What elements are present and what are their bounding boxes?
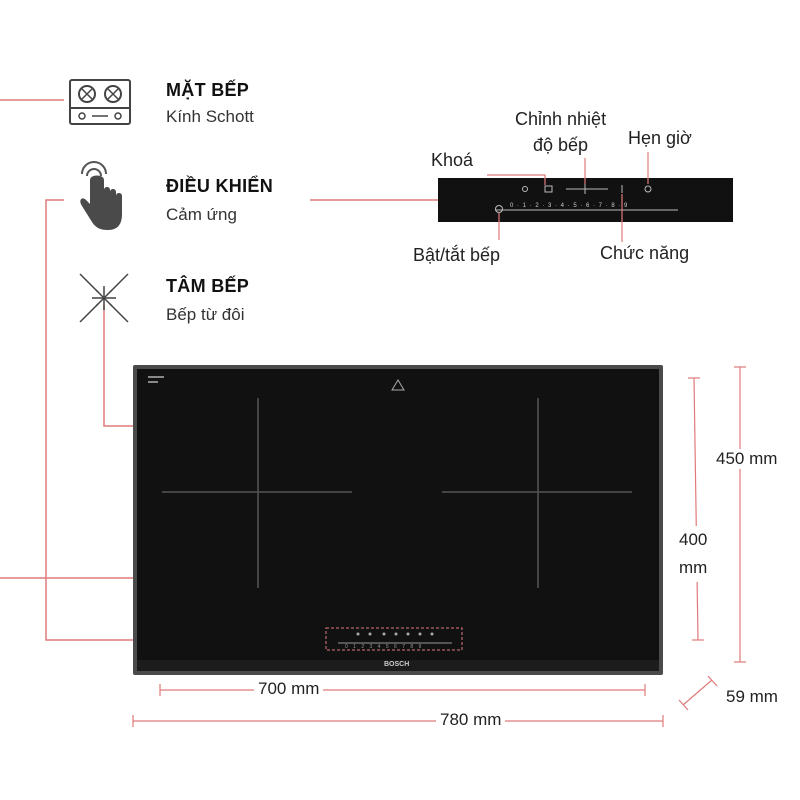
feature-title-control: ĐIỀU KHIỂN — [166, 176, 274, 196]
label-temperature: Chỉnh nhiệt độ bếp — [515, 109, 607, 155]
cooktop-brand: BOSCH — [384, 661, 410, 668]
label-function: Chức năng — [600, 243, 690, 263]
label-timer: Hẹn giờ — [628, 128, 692, 148]
dim-height: 59 mm — [722, 687, 782, 707]
feature-subtitle-center: Bếp từ đôi — [166, 305, 245, 324]
cooktop-body — [133, 365, 663, 675]
cooktop-control-marks: 0 1 2 3 4 5 6 7 8 9 — [345, 644, 424, 650]
dimension-lines — [132, 366, 746, 727]
cooktop-icon — [68, 78, 132, 126]
feature-subtitle-cooktop: Kính Schott — [166, 107, 254, 126]
control-panel-scale: 0 · 1 · 2 · 3 · 4 · 5 · 6 · 7 · 8 · 9 — [510, 203, 629, 209]
touch-hand-icon — [76, 160, 126, 232]
dim-outer-width: 780 mm — [436, 710, 506, 730]
induction-center-icon — [78, 272, 130, 324]
feature-title-center: TÂM BẾP — [166, 276, 250, 296]
control-panel-strip — [438, 152, 733, 242]
feature-title-cooktop: MẶT BẾP — [166, 80, 250, 100]
dim-outer-depth: 450 mm — [712, 449, 782, 469]
dim-inner-depth: 400 mm — [675, 526, 712, 582]
label-power: Bật/tắt bếp — [413, 245, 501, 265]
label-lock: Khoá — [431, 150, 474, 170]
feature-subtitle-control: Cảm ứng — [166, 205, 237, 224]
dim-inner-width: 700 mm — [254, 679, 324, 699]
